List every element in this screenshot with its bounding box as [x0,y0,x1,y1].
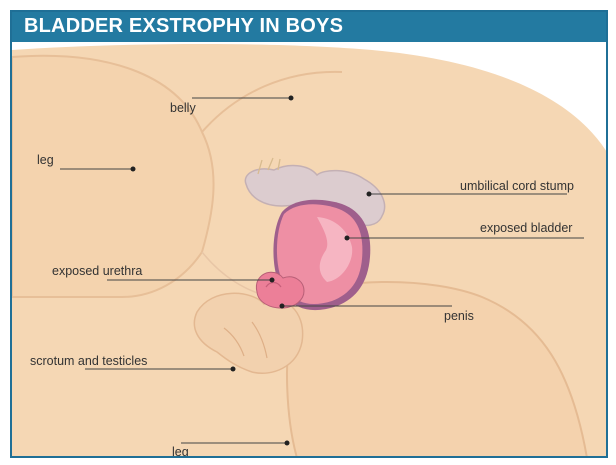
anatomy-illustration: belly leg umbilical cord stump exposed b… [12,42,608,458]
label-leg-lower: leg [172,445,189,458]
exposed-bladder-point-dot [345,236,350,241]
scrotum-point-dot [231,367,236,372]
diagram-frame: BLADDER EXSTROPHY IN BOYS [10,10,608,458]
penis-point-dot [280,304,285,309]
label-umbilical-cord-stump: umbilical cord stump [460,179,574,193]
diagram-title: BLADDER EXSTROPHY IN BOYS [24,15,343,38]
leg-upper-point-dot [131,167,136,172]
label-belly: belly [170,101,196,115]
label-penis: penis [444,309,474,323]
belly-point-dot [289,96,294,101]
umbilical-point-dot [367,192,372,197]
label-scrotum-and-testicles: scrotum and testicles [30,354,147,368]
label-exposed-bladder: exposed bladder [480,221,572,235]
exposed-urethra-point-dot [270,278,275,283]
label-leg-upper: leg [37,153,54,167]
leg-lower-point-dot [285,441,290,446]
title-bar: BLADDER EXSTROPHY IN BOYS [12,12,606,42]
label-exposed-urethra: exposed urethra [52,264,142,278]
illustration: belly leg umbilical cord stump exposed b… [12,42,608,458]
